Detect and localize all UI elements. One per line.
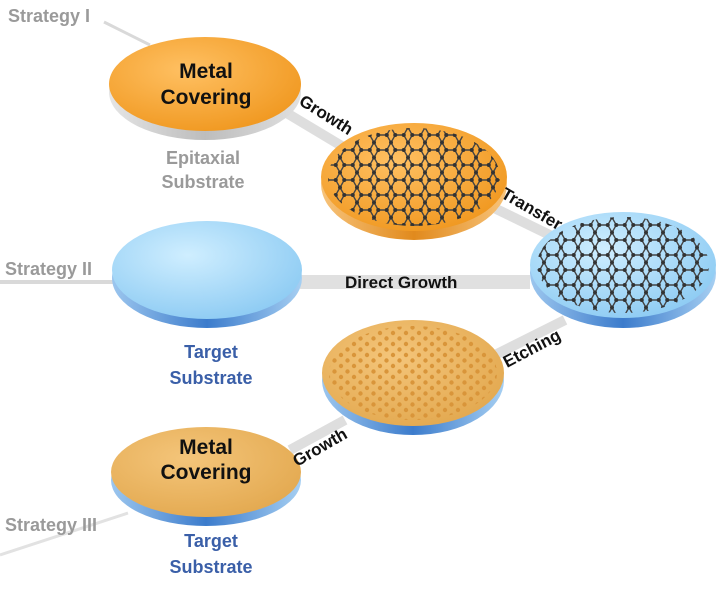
metal-covering-top: [109, 37, 301, 131]
strategy-1-leader: [103, 20, 151, 47]
graphene-lattice-1: [328, 128, 500, 226]
metal-covering-1-line2: Covering: [160, 86, 251, 109]
target-2-label-line1: Target: [184, 342, 238, 362]
metal-covering-top-3: [111, 427, 301, 517]
metal-covering-3-line1: Metal: [179, 436, 233, 459]
disc-graphene-on-metal: [321, 123, 507, 240]
target-substrate-top-2: [112, 221, 302, 319]
target-3-label-line2: Substrate: [169, 557, 252, 577]
target-2-label-line2: Substrate: [169, 368, 252, 388]
epitaxial-label-line1: Epitaxial: [166, 148, 240, 168]
connectors: [282, 107, 568, 455]
edge-direct-growth: Direct Growth: [345, 273, 457, 292]
strategy-2-label: Strategy II: [5, 259, 92, 279]
mgt-embedded-lattice: [329, 326, 497, 420]
disc-target-substrate-2: [112, 221, 302, 328]
strategy-3-leader: [0, 511, 129, 557]
disc-metal-covering-3: [111, 427, 301, 526]
disc-metal-graphene-target: [322, 320, 504, 435]
strategy-leaders: [0, 20, 151, 557]
epitaxial-label-line2: Substrate: [161, 172, 244, 192]
metal-covering-3-line2: Covering: [160, 461, 251, 484]
strategy-3-label: Strategy III: [5, 515, 97, 535]
disc-metal-covering-1: [109, 37, 301, 140]
target-3-label-line1: Target: [184, 531, 238, 551]
connector-growth-3: [287, 415, 348, 455]
connector-growth-1: [282, 107, 348, 153]
metal-covering-1-line1: Metal: [179, 60, 233, 83]
disc-graphene-on-target: [530, 212, 716, 328]
connector-etching: [492, 315, 568, 360]
strategy-1-label: Strategy I: [8, 6, 90, 26]
graphene-lattice-2: [537, 217, 709, 313]
